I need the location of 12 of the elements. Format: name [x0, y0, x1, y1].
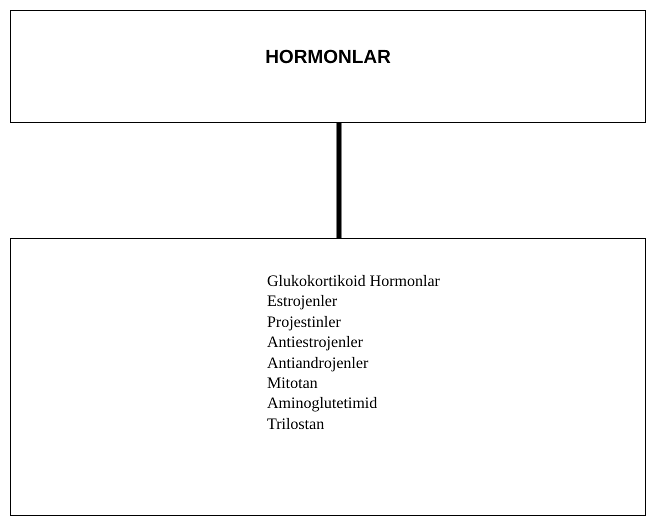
list-item: Antiestrojenler: [267, 333, 363, 354]
heading: HORMONLAR: [265, 47, 391, 69]
list-item: Estrojenler: [267, 292, 338, 312]
title-box: [10, 10, 646, 123]
list-box: [10, 238, 646, 516]
list-item: Glukokortikoid Hormonlar: [267, 272, 440, 292]
list-item: Projestinler: [267, 312, 341, 333]
connector-line: [336, 123, 342, 238]
list-item: Mitotan: [267, 374, 318, 394]
list-item: Trilostan: [267, 414, 324, 435]
list-item: Aminoglutetimid: [267, 394, 378, 414]
list-item: Antiandrojenler: [267, 354, 368, 374]
